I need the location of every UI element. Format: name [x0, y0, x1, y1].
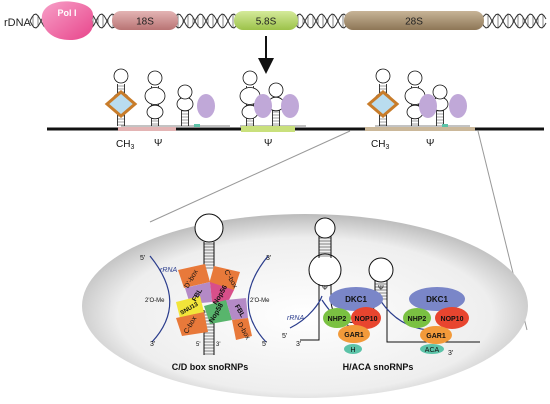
snorna-protein [281, 94, 299, 118]
gene-28s-block: 28S [344, 11, 484, 30]
label-nop10-right: NOP10 [441, 316, 464, 323]
rdna-label: rDNA [4, 17, 32, 29]
ch3-label-left: CH3 [116, 139, 134, 151]
haca-title: H/ACA snoRNPs [343, 362, 414, 372]
psi-label-center: Ψ [264, 138, 272, 149]
snorna-protein [449, 94, 467, 118]
protein-nop58 [204, 300, 232, 324]
cd-box-snornp: D'-box C'-box FBL Nop56 SNU13 Nop58 FBL … [140, 213, 271, 372]
psi-label-left: Ψ [154, 138, 162, 149]
segment-18s [118, 127, 176, 131]
hairpin-cap [268, 82, 284, 98]
snorna-group-right [366, 68, 470, 127]
cd-five-prime-left: 5' [140, 255, 145, 262]
label-dkc1-left: DKC1 [345, 295, 367, 304]
box-d [232, 318, 252, 340]
pol-i-blob: Pol I [41, 1, 94, 41]
haca-psi-right: Ψ [378, 285, 384, 292]
segment-28s [365, 127, 475, 131]
label-gar1-right: GAR1 [426, 333, 446, 340]
label-aca-box: ACA [425, 347, 440, 354]
hairpin-cap [147, 70, 163, 86]
haca-three-prime-right: 3' [448, 350, 453, 357]
label-nhp2-right: NHP2 [408, 316, 427, 323]
box-c-prime [209, 266, 240, 290]
gene-28s-label: 28S [405, 17, 423, 28]
haca-five-prime-left: 5' [282, 333, 287, 340]
protein-snu13 [176, 296, 204, 318]
hairpin-cap [432, 84, 448, 100]
box-c [176, 312, 208, 336]
hairpin-cap [407, 70, 423, 86]
cd-rrna-left [149, 255, 171, 343]
zoom-line-left [149, 130, 351, 223]
cd-rrna-label: rRNA [160, 267, 177, 274]
snorna-box [442, 124, 448, 127]
protein-nhp2-right [403, 308, 431, 328]
cd-five-prime-right: 5' [262, 341, 267, 348]
cd-top-three-prime: 3' [216, 342, 220, 348]
snorna-protein [197, 94, 215, 118]
cd-top-five-prime: 5' [196, 342, 200, 348]
snorna-group-center [239, 70, 306, 127]
haca-rrna-left [289, 295, 323, 329]
protein-gar1-left [338, 325, 370, 343]
protein-nop10-right [435, 307, 469, 329]
protein-gar1-right [420, 326, 452, 344]
snorna-group-left [104, 68, 230, 127]
gene-58s-block: 5.8S [234, 11, 298, 30]
hairpin-cap [113, 68, 129, 84]
cd-protein-core [176, 264, 252, 340]
hairpin-loop [146, 104, 164, 120]
psi-label-right: Ψ [426, 138, 434, 149]
cd-guide-loop [104, 90, 138, 118]
label-nop10-left: NOP10 [355, 316, 378, 323]
snorna-protein [254, 94, 272, 118]
haca-snornp: DKC1 NHP2 NOP10 GAR1 DKC1 NHP2 NOP10 GAR… [282, 217, 480, 372]
cd-title: C/D box snoRNPs [172, 362, 249, 372]
h-box [344, 344, 362, 354]
protein-dkc1-right [409, 287, 465, 311]
snorna-protein [419, 94, 437, 118]
label-nhp2-left: NHP2 [328, 316, 347, 323]
box-d-prime [178, 264, 210, 288]
segment-58s [241, 126, 295, 132]
ch3-label-right: CH3 [371, 139, 389, 151]
haca-rrna-label: rRNA [287, 315, 304, 322]
gene-58s-label: 5.8S [256, 17, 277, 28]
gene-18s-block: 18S [112, 11, 178, 30]
hairpin-cap [375, 68, 391, 84]
gene-18s-label: 18S [136, 17, 154, 28]
hairpin-cap [242, 70, 258, 86]
snorna-box [194, 124, 200, 127]
haca-three-prime-left: 3' [296, 341, 301, 348]
protein-nop10-left [351, 307, 381, 329]
label-gar1-left: GAR1 [344, 332, 364, 339]
protein-fbl-bottom [226, 298, 248, 320]
cd-three-prime-left: 3' [150, 341, 155, 348]
protein-nhp2-left [323, 308, 351, 328]
pol-i-label: Pol I [57, 8, 76, 18]
hairpin-cap [177, 84, 193, 100]
haca-psi-left: Ψ [322, 285, 328, 292]
cd-three-prime-right: 3' [266, 255, 271, 262]
zoom-ellipse [82, 214, 528, 398]
hairpin-loop [144, 87, 166, 105]
cd-rrna-right [247, 255, 269, 343]
cd-2ome-right: 2'O-Me [250, 298, 270, 304]
aca-box [420, 344, 444, 354]
protein-dkc1-left [329, 287, 383, 311]
cd-2ome-left: 2'O-Me [145, 298, 165, 304]
cd-guide-loop [366, 90, 400, 118]
label-dkc1-right: DKC1 [426, 295, 448, 304]
label-h-box: H [350, 347, 355, 354]
